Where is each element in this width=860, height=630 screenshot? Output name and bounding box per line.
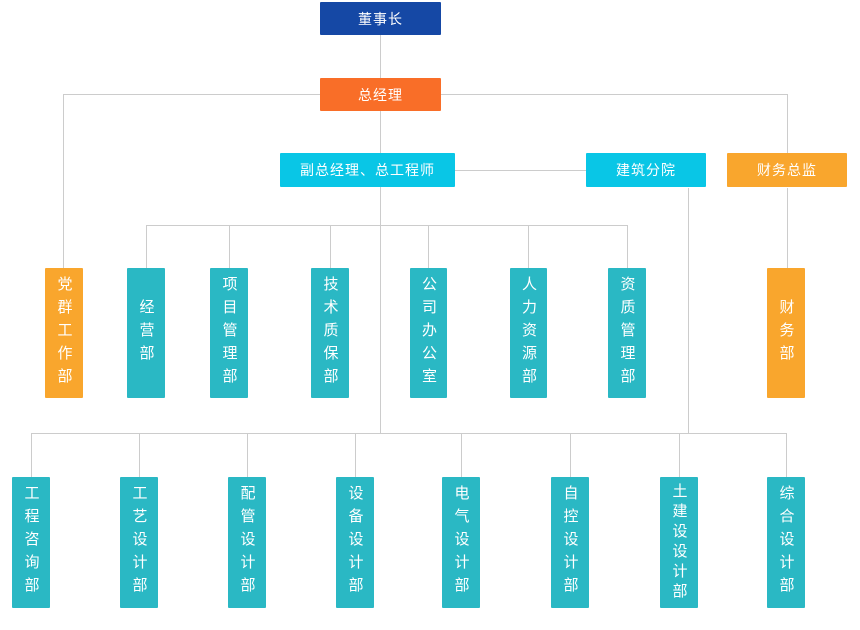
connector-line: [570, 433, 571, 477]
connector-line: [380, 111, 381, 153]
node-dept-finance: 财务部: [767, 268, 805, 398]
node-deputy-gm-chief-engineer: 副总经理、总工程师: [280, 153, 455, 187]
node-dept-civil-construction-design: 土建设设计部: [660, 477, 698, 608]
connector-line: [146, 225, 147, 268]
node-dept-operations: 经营部: [127, 268, 165, 398]
connector-line: [528, 225, 529, 268]
connector-line: [380, 187, 381, 433]
connector-line: [441, 94, 787, 95]
connector-line: [380, 35, 381, 78]
node-dept-equipment-design: 设备设计部: [336, 477, 374, 608]
connector-line: [63, 94, 64, 268]
node-dept-engineering-consulting: 工程咨询部: [12, 477, 50, 608]
node-dept-project-management: 项目管理部: [210, 268, 248, 398]
connector-line: [355, 433, 356, 477]
connector-line: [139, 433, 140, 477]
node-dept-party-group-work: 党群工作部: [45, 268, 83, 398]
node-dept-company-office: 公司办公室: [410, 268, 447, 398]
node-dept-electrical-design: 电气设计部: [442, 477, 480, 608]
connector-line: [455, 170, 586, 171]
connector-line: [787, 94, 788, 153]
node-finance-director: 财务总监: [727, 153, 847, 187]
connector-line: [787, 188, 788, 268]
connector-line: [428, 225, 429, 268]
node-dept-qualification-management: 资质管理部: [608, 268, 646, 398]
connector-line: [688, 188, 689, 433]
node-dept-human-resources: 人力资源部: [510, 268, 547, 398]
connector-line: [146, 225, 627, 226]
connector-line: [461, 433, 462, 477]
node-dept-technical-quality: 技术质保部: [311, 268, 349, 398]
connector-line: [247, 433, 248, 477]
connector-line: [627, 225, 628, 268]
connector-line: [330, 225, 331, 268]
node-dept-automation-design: 自控设计部: [551, 477, 589, 608]
node-general-manager: 总经理: [320, 78, 441, 111]
node-architecture-branch: 建筑分院: [586, 153, 706, 187]
connector-line: [31, 433, 786, 434]
node-chairman: 董事长: [320, 2, 441, 35]
node-dept-process-design: 工艺设计部: [120, 477, 158, 608]
connector-line: [679, 433, 680, 477]
connector-line: [786, 433, 787, 477]
node-dept-comprehensive-design: 综合设计部: [767, 477, 805, 608]
connector-line: [229, 225, 230, 268]
connector-line: [63, 94, 320, 95]
connector-line: [31, 433, 32, 477]
node-dept-piping-design: 配管设计部: [228, 477, 266, 608]
